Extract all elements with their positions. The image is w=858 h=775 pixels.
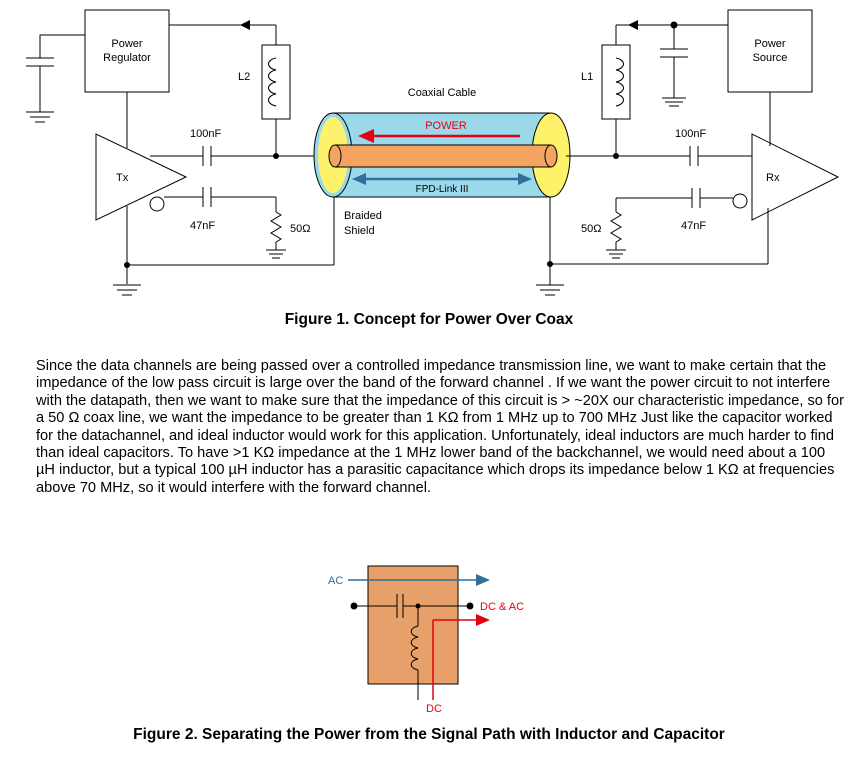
bias-tee-box (367, 565, 459, 685)
dc-label: DC (426, 703, 442, 715)
left-100nf-label: 100nF (190, 128, 221, 140)
power-arrow (358, 129, 520, 143)
coaxial-cable-label: Coaxial Cable (408, 87, 476, 99)
power-regulator-label-1: Power (111, 38, 143, 50)
right-50ohm-label: 50Ω (581, 223, 601, 235)
input-terminal (350, 602, 358, 610)
figure-2-diagram: AC DC & AC DC (328, 565, 524, 715)
left-100nf-path (150, 146, 335, 166)
tx-amplifier (95, 133, 188, 221)
right-47nf-path (606, 188, 733, 259)
l2-label: L2 (238, 71, 250, 83)
power-source-label-2: Source (753, 52, 788, 64)
inductor-l2 (261, 44, 291, 156)
power-source-label-1: Power (754, 38, 786, 50)
figure-1-caption: Figure 1. Concept for Power Over Coax (284, 311, 574, 328)
body-paragraph: Since the data channels are being passed… (36, 358, 844, 496)
left-47nf-label: 47nF (190, 220, 215, 232)
left-47nf-path (164, 187, 286, 259)
regulator-feed-line (169, 24, 277, 45)
right-47nf-label: 47nF (681, 220, 706, 232)
braided-label-2: Shield (344, 225, 375, 237)
ac-label: AC (328, 575, 343, 587)
figure-1-diagram: Power Regulator L2 Tx 100nF 47nF (26, 9, 840, 296)
fpd-link-label: FPD-Link III (416, 184, 469, 195)
left-ground-dot (124, 262, 130, 268)
tx-inverting-bubble (149, 196, 165, 212)
left-node-dot (273, 153, 279, 159)
right-ground-symbol (536, 284, 564, 296)
fpd-link-arrow (352, 173, 532, 185)
ac-arrow (348, 574, 490, 586)
signal-line (354, 594, 470, 671)
dc-line (417, 614, 490, 700)
power-regulator-box (84, 9, 170, 93)
right-100nf-label: 100nF (675, 128, 706, 140)
feed-arrow-right (628, 20, 638, 30)
l1-label: L1 (581, 71, 593, 83)
figure-2-caption: Figure 2. Separating the Power from the … (133, 726, 725, 743)
power-source-box (727, 9, 813, 93)
feed-arrow-left (240, 20, 250, 30)
left-50ohm-label: 50Ω (290, 223, 310, 235)
coaxial-cable (313, 112, 571, 198)
right-top-capacitor-ground (660, 21, 688, 107)
inductor-l1 (601, 24, 728, 156)
right-100nf-path (566, 146, 752, 166)
power-label: POWER (425, 120, 467, 132)
junction-dot (415, 603, 421, 609)
dc-ac-label: DC & AC (480, 601, 524, 613)
left-top-capacitor-ground (26, 34, 85, 123)
output-terminal (466, 602, 474, 610)
power-regulator-label-2: Regulator (103, 52, 151, 64)
braided-label-1: Braided (344, 210, 382, 222)
rx-amplifier (751, 133, 840, 221)
tx-label: Tx (116, 172, 129, 184)
rx-inverting-bubble (732, 193, 748, 209)
cable-core (334, 144, 552, 168)
left-ground-symbol (113, 284, 141, 296)
rx-label: Rx (766, 172, 780, 184)
